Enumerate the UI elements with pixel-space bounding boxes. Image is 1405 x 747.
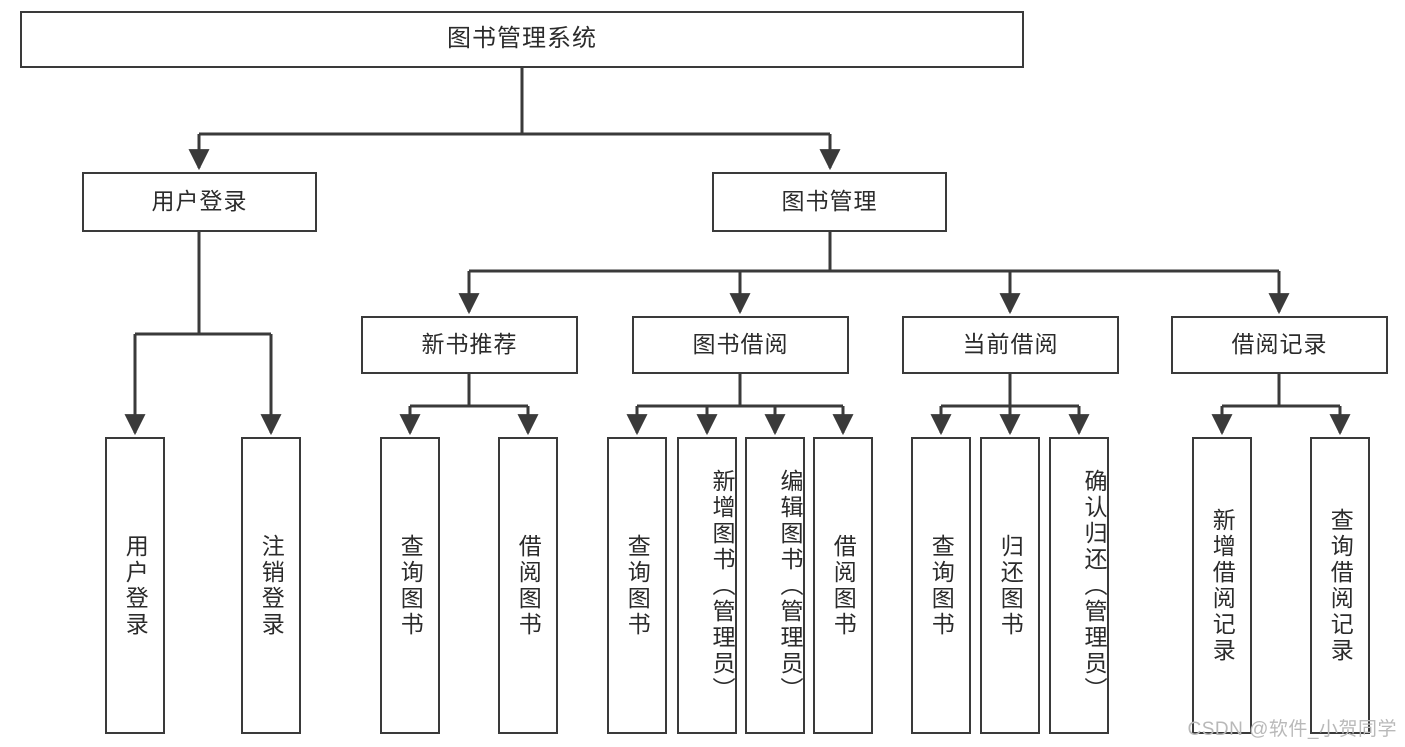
- node-label: 编辑图书（管理员）: [777, 468, 803, 703]
- node-label: 查询图书: [397, 533, 424, 638]
- node-label: 借阅图书: [515, 533, 542, 638]
- node-label: 查询图书: [928, 533, 955, 638]
- node-user-login[interactable]: 用户登录: [82, 172, 317, 232]
- node-label: 查询图书: [624, 533, 651, 638]
- node-book-management[interactable]: 图书管理: [712, 172, 947, 232]
- node-new-book-recommend[interactable]: 新书推荐: [361, 316, 578, 374]
- node-label: 用户登录: [122, 533, 149, 638]
- node-leaf-query-book-1[interactable]: 查询图书: [380, 437, 440, 734]
- node-leaf-confirm-return-admin[interactable]: 确认归还（管理员）: [1049, 437, 1109, 734]
- node-leaf-borrow-book-1[interactable]: 借阅图书: [498, 437, 558, 734]
- node-leaf-add-book-admin[interactable]: 新增图书（管理员）: [677, 437, 737, 734]
- node-label: 图书管理系统: [447, 25, 597, 53]
- node-leaf-edit-book-admin[interactable]: 编辑图书（管理员）: [745, 437, 805, 734]
- node-label: 归还图书: [997, 533, 1024, 638]
- node-label: 图书借阅: [692, 331, 789, 358]
- node-label: 借阅图书: [830, 533, 857, 638]
- node-label: 新书推荐: [421, 331, 518, 358]
- node-leaf-borrow-book-2[interactable]: 借阅图书: [813, 437, 873, 734]
- node-label: 图书管理: [781, 188, 878, 215]
- node-label: 用户登录: [151, 188, 248, 215]
- node-label: 注销登录: [258, 533, 285, 638]
- node-label: 当前借阅: [962, 331, 1059, 358]
- csdn-watermark: CSDN @软件_小贺同学: [1187, 719, 1397, 740]
- node-borrow-record[interactable]: 借阅记录: [1171, 316, 1388, 374]
- node-current-borrow[interactable]: 当前借阅: [902, 316, 1119, 374]
- node-label: 借阅记录: [1231, 331, 1328, 358]
- node-leaf-user-login[interactable]: 用户登录: [105, 437, 165, 734]
- node-label: 确认归还（管理员）: [1081, 468, 1107, 703]
- node-label: 新增借阅记录: [1209, 507, 1236, 664]
- node-leaf-query-book-2[interactable]: 查询图书: [607, 437, 667, 734]
- node-leaf-query-borrow-record[interactable]: 查询借阅记录: [1310, 437, 1370, 734]
- node-book-borrow[interactable]: 图书借阅: [632, 316, 849, 374]
- node-label: 新增图书（管理员）: [709, 468, 735, 703]
- node-book-management-system[interactable]: 图书管理系统: [20, 11, 1024, 68]
- node-leaf-logout-login[interactable]: 注销登录: [241, 437, 301, 734]
- node-leaf-return-book[interactable]: 归还图书: [980, 437, 1040, 734]
- node-leaf-query-book-3[interactable]: 查询图书: [911, 437, 971, 734]
- node-leaf-add-borrow-record[interactable]: 新增借阅记录: [1192, 437, 1252, 734]
- node-label: 查询借阅记录: [1327, 507, 1354, 664]
